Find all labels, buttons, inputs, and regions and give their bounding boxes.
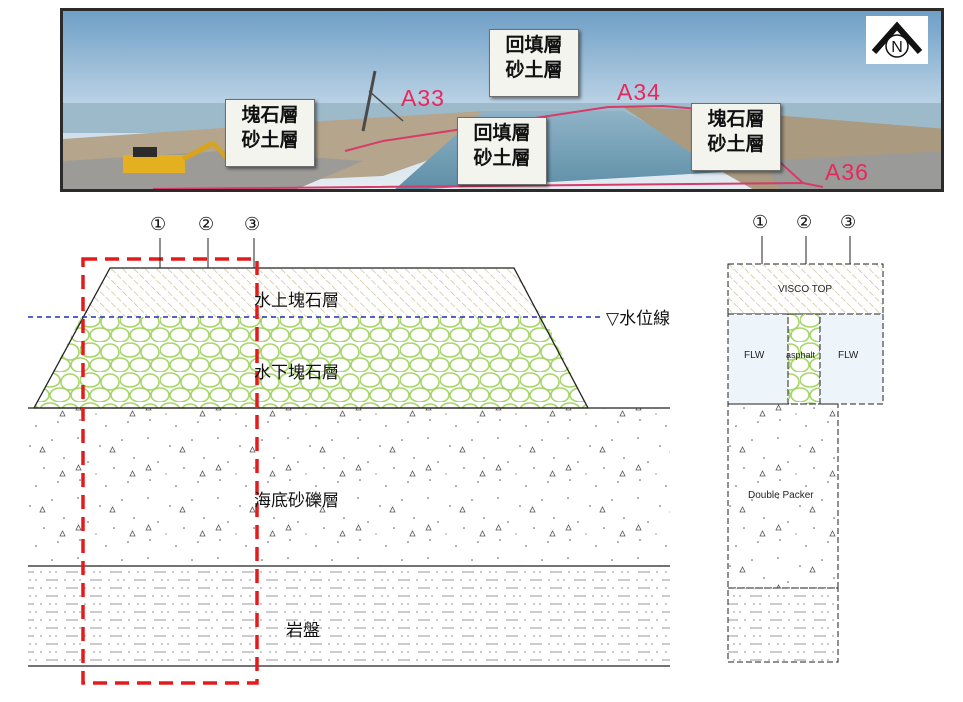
photo-label-right: 塊石層 砂土層 (691, 103, 781, 171)
photo-label-left-line2: 砂土層 (241, 129, 299, 151)
column-asphalt-label: asphalt (786, 350, 816, 360)
photo-label-bottom-center-line1: 回填層 (473, 122, 531, 144)
column-flw-left-cell (727, 313, 789, 405)
column-marker-2: ② (796, 212, 813, 233)
photo-label-bottom-center: 回填層 砂土層 (457, 117, 547, 185)
photo-label-right-line1: 塊石層 (707, 108, 765, 130)
photo-label-top-center-line2: 砂土層 (505, 59, 563, 81)
column-marker-3: ③ (840, 212, 857, 233)
column-double-packer-label: Double Packer (748, 490, 814, 501)
underwater-rock-label: 水下塊石層 (254, 363, 339, 383)
bedrock-layer (28, 566, 670, 666)
cross-section-diagram (28, 236, 884, 685)
station-a36: A36 (825, 159, 869, 185)
north-letter: N (891, 39, 903, 56)
column-flw-left-label: FLW (744, 350, 765, 361)
seabed-gravel-layer (28, 408, 670, 566)
column-visco-top-label: VISCO TOP (778, 284, 833, 295)
underwater-rock-layer (34, 317, 588, 408)
north-arrow-icon: N (866, 16, 928, 64)
column-flw-right-label: FLW (838, 350, 859, 361)
photo-label-bottom-center-line2: 砂土層 (473, 147, 531, 169)
sampling-zone-highlight (81, 257, 259, 685)
photo-label-top-center-line1: 回填層 (505, 34, 563, 56)
column-flw-right-cell (819, 313, 884, 405)
column-visco-top-cell (727, 263, 884, 315)
column-bedrock-cell (727, 587, 839, 663)
seabed-gravel-label: 海底砂礫層 (254, 491, 339, 511)
column-double-packer-cell (727, 403, 839, 589)
bedrock-label: 岩盤 (286, 621, 320, 641)
water-line-label: ▽水位線 (606, 309, 671, 329)
photo-label-top-center: 回填層 砂土層 (489, 29, 579, 97)
station-a34: A34 (617, 79, 661, 105)
photo-label-left-line1: 塊石層 (241, 104, 299, 126)
photo-label-right-line2: 砂土層 (707, 133, 765, 155)
station-a33: A33 (401, 85, 445, 111)
marker-3: ③ (244, 214, 261, 235)
marker-2: ② (198, 214, 215, 235)
column-marker-1: ① (752, 212, 769, 233)
photo-label-left: 塊石層 砂土層 (225, 99, 315, 167)
above-water-rock-label: 水上塊石層 (254, 291, 339, 311)
above-water-rock-layer (81, 268, 544, 317)
site-photo: 塊石層 砂土層 回填層 砂土層 回填層 砂土層 塊石層 砂土層 A33 A34 … (60, 8, 944, 192)
marker-1: ① (150, 214, 167, 235)
